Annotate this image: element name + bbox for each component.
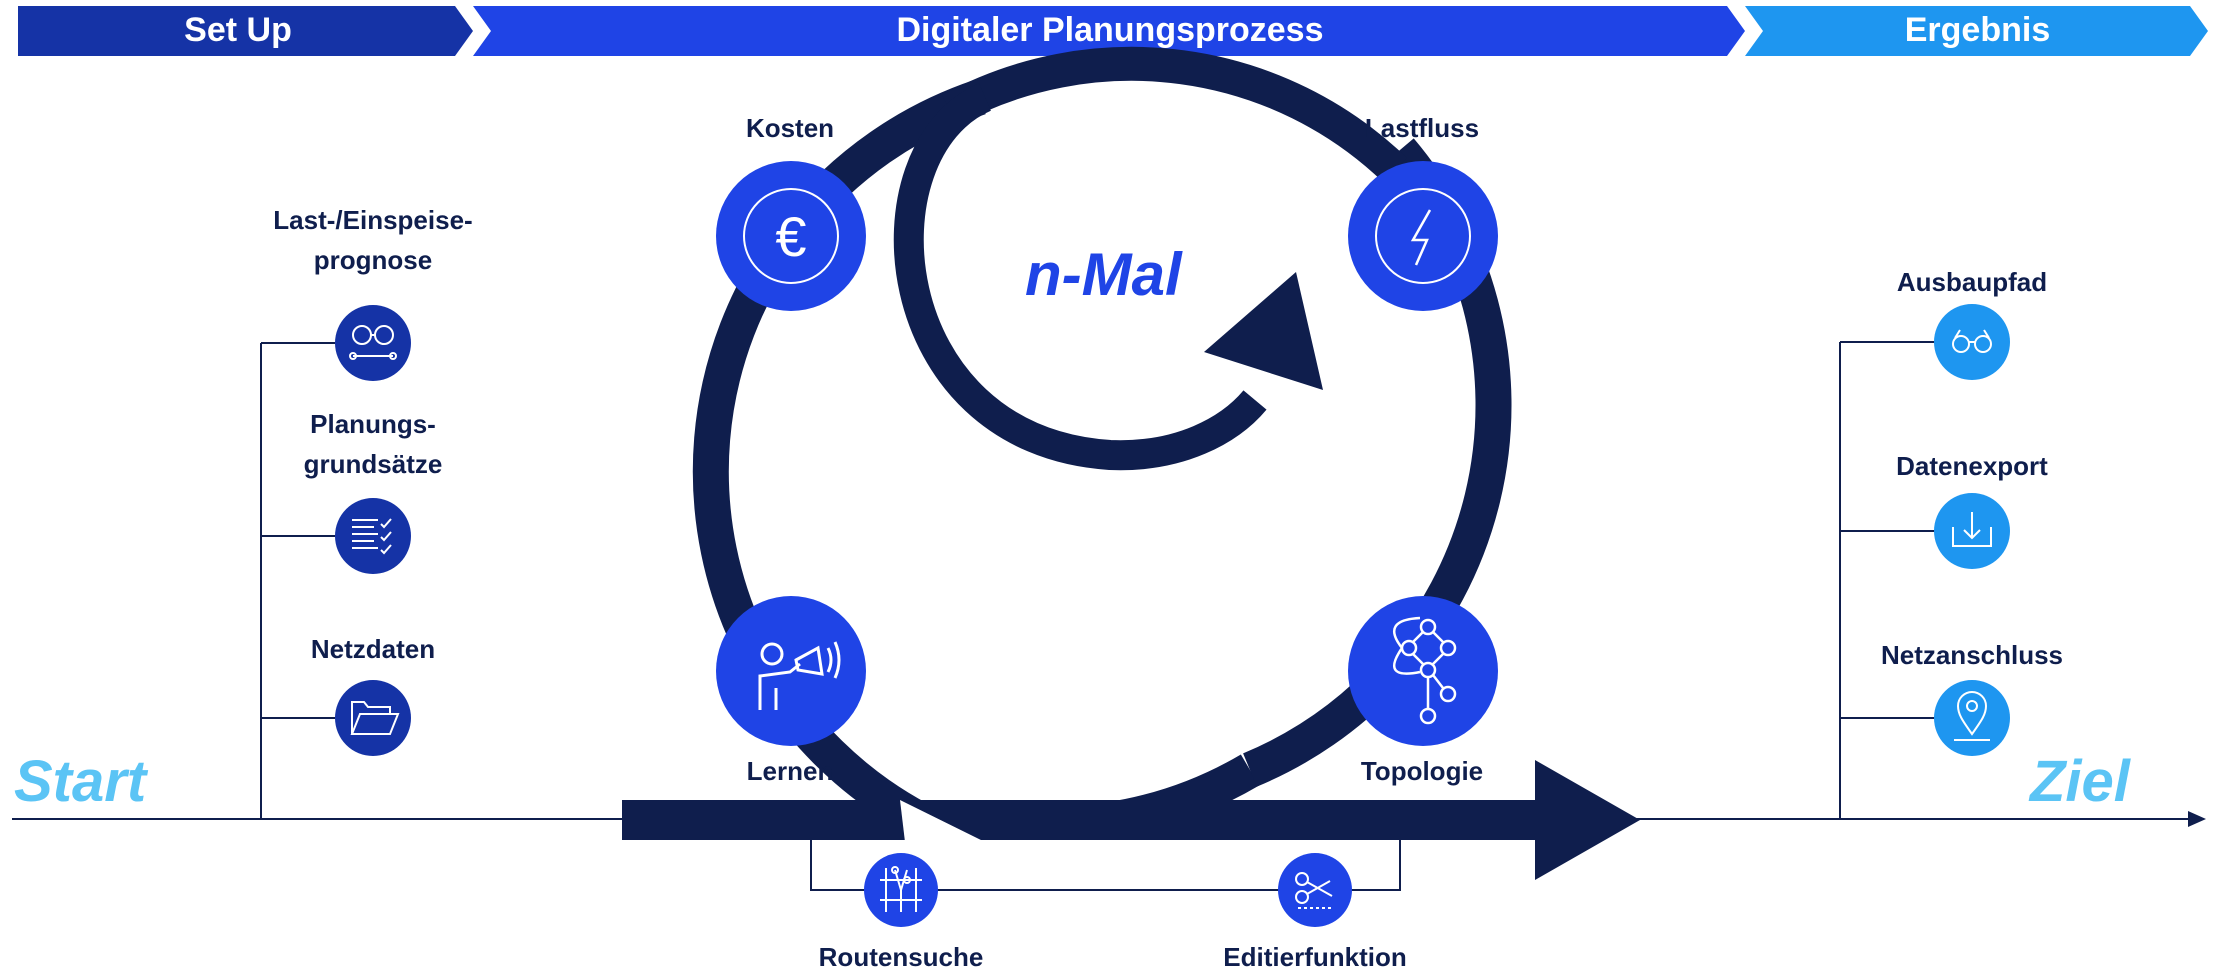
- binoculars-icon: [1952, 329, 1992, 353]
- glasses-wrench-icon: [349, 325, 397, 360]
- cycle-label-costs: Kosten: [745, 113, 835, 143]
- checklist-icon: [352, 518, 392, 555]
- arrow-overlap-cut: [900, 800, 985, 842]
- loop-count-label: n-Mal: [1025, 241, 1182, 308]
- download-icon: [1952, 512, 1992, 547]
- location-pin-icon: [1954, 691, 1990, 741]
- tool-icon-route[interactable]: [864, 853, 938, 927]
- goal-label: Ziel: [2030, 749, 2130, 814]
- cycle-node-costs[interactable]: €: [716, 161, 866, 311]
- tool-label-edit: Editierfunktion: [1223, 942, 1407, 972]
- setup-label-principles: Planungs- grundsätze: [223, 404, 523, 484]
- result-bracket: [1839, 341, 1935, 819]
- cycle-node-loadflow[interactable]: [1348, 161, 1498, 311]
- result-phase-banner: [1745, 6, 2208, 56]
- setup-label-forecast-line1: Last-/Einspeise-: [273, 205, 473, 235]
- result-label-expansion: Ausbaupfad: [1896, 267, 2048, 297]
- cycle-upper-arc: [941, 46, 1407, 183]
- presenter-megaphone-icon: [758, 641, 841, 710]
- network-graph-icon: [1392, 616, 1457, 725]
- result-phase-title: Ergebnis: [1904, 11, 2051, 49]
- result-icon-expansion[interactable]: [1934, 304, 2010, 380]
- setup-icon-principles[interactable]: [335, 498, 411, 574]
- setup-icon-forecast[interactable]: [335, 305, 411, 381]
- process-forward-arrow: [622, 760, 1640, 880]
- result-label-connection: Netzanschluss: [1880, 640, 2064, 670]
- route-icon: [880, 866, 922, 912]
- process-phase-title: Digitaler Planungsprozess: [896, 11, 1324, 49]
- cycle-label-learning: Lernen: [746, 756, 834, 786]
- setup-icon-netdata[interactable]: [335, 680, 411, 756]
- tool-icon-edit[interactable]: [1278, 853, 1352, 927]
- lightning-icon: [1410, 209, 1432, 266]
- setup-bracket: [260, 342, 335, 819]
- setup-phase-title: Set Up: [184, 11, 292, 49]
- setup-phase-banner: [18, 6, 473, 56]
- setup-label-netdata: Netzdaten: [310, 634, 436, 664]
- result-icon-connection[interactable]: [1934, 680, 2010, 756]
- tool-label-route: Routensuche: [818, 942, 984, 972]
- result-label-export: Datenexport: [1896, 451, 2048, 481]
- cycle-node-topology[interactable]: [1348, 596, 1498, 746]
- process-phase-banner: [473, 6, 1745, 56]
- cycle-label-loadflow: Lastfluss: [1364, 113, 1480, 143]
- timeline-arrowhead: [2188, 811, 2206, 827]
- cycle-label-topology: Topologie: [1360, 756, 1484, 786]
- tool-bracket: [810, 840, 1401, 891]
- setup-label-principles-line1: Planungs-: [310, 409, 436, 439]
- result-icon-export[interactable]: [1934, 493, 2010, 569]
- iteration-loop-arrowhead: [1204, 272, 1323, 390]
- setup-label-principles-line2: grundsätze: [303, 449, 443, 479]
- iteration-loop-arrow: [893, 83, 1267, 471]
- euro-icon: €: [775, 205, 806, 268]
- setup-label-forecast-line2: prognose: [313, 245, 433, 275]
- cycle-node-learning[interactable]: [716, 596, 866, 746]
- start-label: Start: [14, 749, 147, 814]
- scissors-icon: [1295, 872, 1334, 909]
- setup-label-forecast: Last-/Einspeise- prognose: [223, 200, 523, 280]
- folder-icon: [350, 701, 400, 735]
